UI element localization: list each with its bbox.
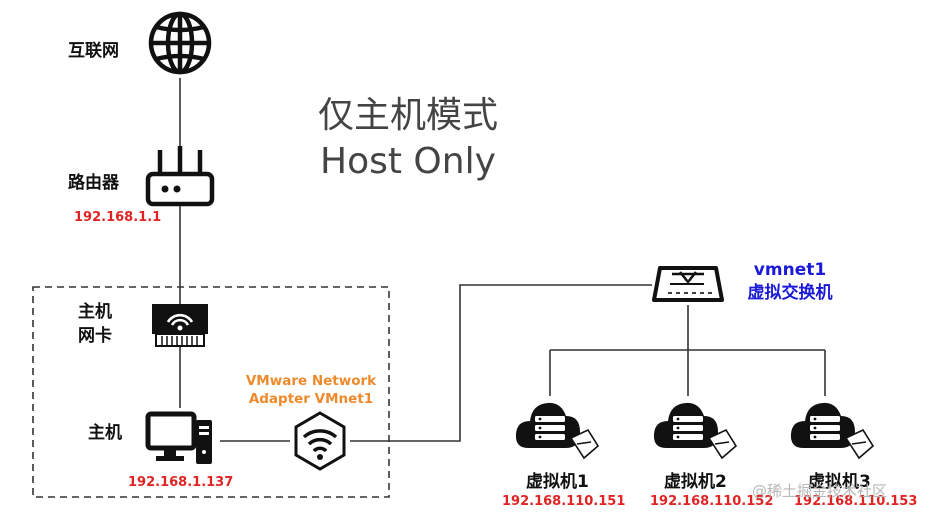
desktop-computer-icon [145,411,212,464]
cloud-server-icon [790,402,875,460]
host-ip: 192.168.1.137 [128,475,234,490]
host-boundary-box [32,286,390,498]
vm2-ip: 192.168.110.152 [650,494,774,509]
switch-label-line2: 虚拟交换机 [747,283,833,303]
router-ip: 192.168.1.1 [74,210,162,225]
network-card-icon [152,304,208,347]
wifi-adapter-icon [294,411,346,471]
connection-lines [179,78,826,442]
globe-icon [148,11,212,75]
watermark: @稀土掘金技术社区 [752,482,888,500]
cloud-server-icon [653,402,738,460]
switch-icon [652,266,724,302]
line-adapter-switch [350,284,652,442]
diagram-title: 仅主机模式 [318,95,499,136]
internet-label: 互联网 [68,41,119,61]
adapter-label-line2: Adapter VMnet1 [248,391,374,407]
router-label: 路由器 [68,173,119,193]
switch-label-line1: vmnet1 [753,260,827,280]
router-icon [145,146,215,207]
adapter-label-line1: VMware Network [245,373,377,389]
diagram-subtitle: Host Only [320,141,496,182]
cloud-server-icon [515,402,600,460]
vm3-label: 虚拟机3 [808,472,871,492]
vm3-ip: 192.168.110.153 [794,494,918,509]
vm2-label: 虚拟机2 [664,472,727,492]
vm1-label: 虚拟机1 [526,472,589,492]
nic-label-line1: 主机 [78,302,112,322]
host-label: 主机 [88,423,122,443]
nic-label-line2: 网卡 [78,326,112,346]
vm1-ip: 192.168.110.151 [502,494,626,509]
